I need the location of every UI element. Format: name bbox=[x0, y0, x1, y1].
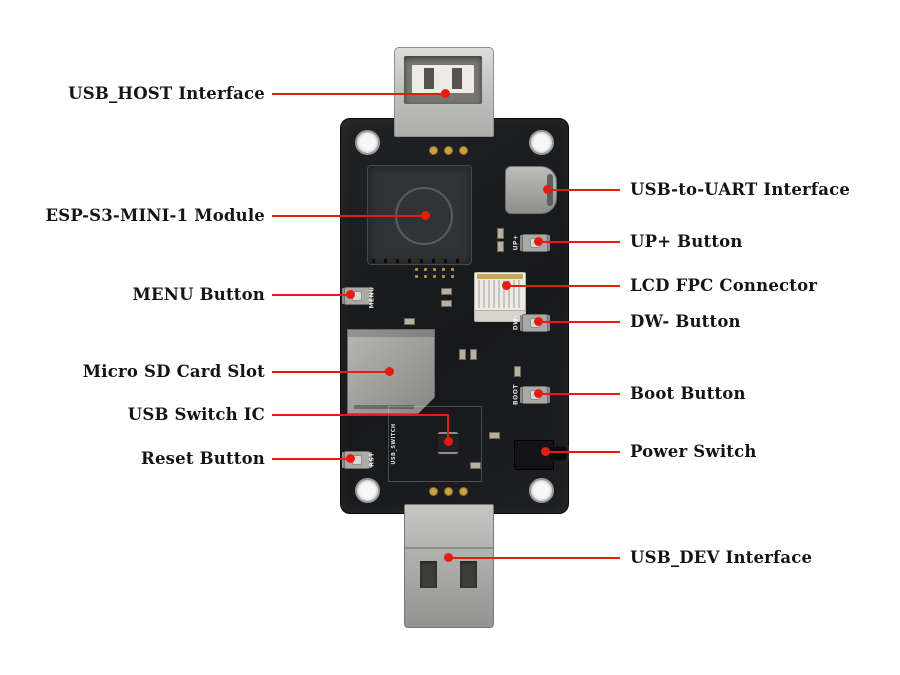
callout-line bbox=[538, 321, 620, 323]
silk-usb-switch: USB_SWITCH bbox=[391, 423, 397, 465]
passive-component bbox=[441, 288, 452, 295]
callout-label-menu: MENU Button bbox=[132, 285, 265, 304]
callout-label-reset: Reset Button bbox=[141, 449, 265, 468]
callout-line bbox=[272, 458, 348, 460]
callout-label-usb-switch: USB Switch IC bbox=[127, 405, 265, 424]
passive-component bbox=[497, 241, 504, 252]
callout-line bbox=[538, 241, 620, 243]
callout-dot bbox=[541, 447, 550, 456]
callout-line bbox=[272, 414, 449, 416]
usb-switch-silk-outline bbox=[388, 406, 482, 482]
callout-line bbox=[272, 371, 387, 373]
silk-boot: BOOT bbox=[512, 384, 520, 405]
usb-contact-slot bbox=[452, 68, 462, 89]
callout-dot bbox=[444, 437, 453, 446]
callout-label-down: DW- Button bbox=[630, 312, 741, 331]
usb-dev-hole bbox=[460, 561, 477, 588]
passive-component bbox=[470, 462, 481, 469]
sd-slot-edge bbox=[348, 330, 434, 337]
passive-component bbox=[441, 300, 452, 307]
sd-card-opening bbox=[354, 405, 414, 409]
callout-dot bbox=[346, 290, 355, 299]
callout-dot bbox=[534, 317, 543, 326]
usb-contact-slot bbox=[424, 68, 434, 89]
passive-component bbox=[404, 318, 415, 325]
module-pad-grid bbox=[412, 266, 458, 281]
mounting-hole bbox=[355, 130, 380, 155]
passive-component bbox=[489, 432, 500, 439]
lcd-fpc-connector bbox=[474, 272, 526, 322]
test-pad bbox=[444, 146, 453, 155]
callout-line bbox=[447, 414, 449, 441]
usb-dev-hole bbox=[420, 561, 437, 588]
passive-component bbox=[497, 228, 504, 239]
silk-reset: RST bbox=[368, 452, 376, 467]
callout-line bbox=[545, 451, 620, 453]
callout-dot bbox=[444, 553, 453, 562]
callout-line bbox=[506, 285, 620, 287]
callout-dot bbox=[543, 185, 552, 194]
callout-label-up: UP+ Button bbox=[630, 232, 743, 251]
callout-dot bbox=[385, 367, 394, 376]
test-pad bbox=[459, 487, 468, 496]
callout-label-esp-module: ESP-S3-MINI-1 Module bbox=[45, 206, 265, 225]
callout-dot bbox=[534, 389, 543, 398]
power-switch-knob bbox=[550, 446, 569, 461]
fpc-pins bbox=[478, 280, 522, 308]
module-castellation bbox=[372, 259, 467, 263]
fpc-contacts bbox=[477, 274, 523, 279]
usb-host-tongue bbox=[412, 65, 474, 93]
silk-menu: MENU bbox=[368, 286, 376, 309]
test-pad bbox=[444, 487, 453, 496]
callout-dot bbox=[441, 89, 450, 98]
callout-label-fpc: LCD FPC Connector bbox=[630, 276, 818, 295]
callout-label-usb-dev: USB_DEV Interface bbox=[630, 548, 813, 567]
test-pad bbox=[429, 146, 438, 155]
callout-dot bbox=[534, 237, 543, 246]
callout-label-sd-slot: Micro SD Card Slot bbox=[82, 362, 265, 381]
callout-line bbox=[547, 189, 620, 191]
callout-line bbox=[538, 393, 620, 395]
callout-line bbox=[272, 215, 424, 217]
callout-dot bbox=[502, 281, 511, 290]
mounting-hole bbox=[529, 130, 554, 155]
callout-dot bbox=[346, 454, 355, 463]
passive-component bbox=[514, 366, 521, 377]
callout-line bbox=[272, 294, 348, 296]
mounting-hole bbox=[529, 478, 554, 503]
test-pad bbox=[429, 487, 438, 496]
silk-down: DW- bbox=[512, 314, 520, 331]
callout-label-power: Power Switch bbox=[630, 442, 757, 461]
fpc-latch bbox=[475, 310, 525, 321]
passive-component bbox=[470, 349, 477, 360]
passive-component bbox=[459, 349, 466, 360]
callout-line bbox=[449, 557, 620, 559]
test-pad bbox=[459, 146, 468, 155]
usb-dev-connector bbox=[404, 504, 494, 628]
callout-line bbox=[272, 93, 442, 95]
callout-label-boot: Boot Button bbox=[630, 384, 746, 403]
callout-label-usb-host: USB_HOST Interface bbox=[68, 84, 265, 103]
usb-dev-seam bbox=[405, 547, 493, 549]
mounting-hole bbox=[355, 478, 380, 503]
silk-up: UP+ bbox=[512, 234, 520, 251]
callout-label-uart: USB-to-UART Interface bbox=[630, 180, 851, 199]
callout-dot bbox=[421, 211, 430, 220]
